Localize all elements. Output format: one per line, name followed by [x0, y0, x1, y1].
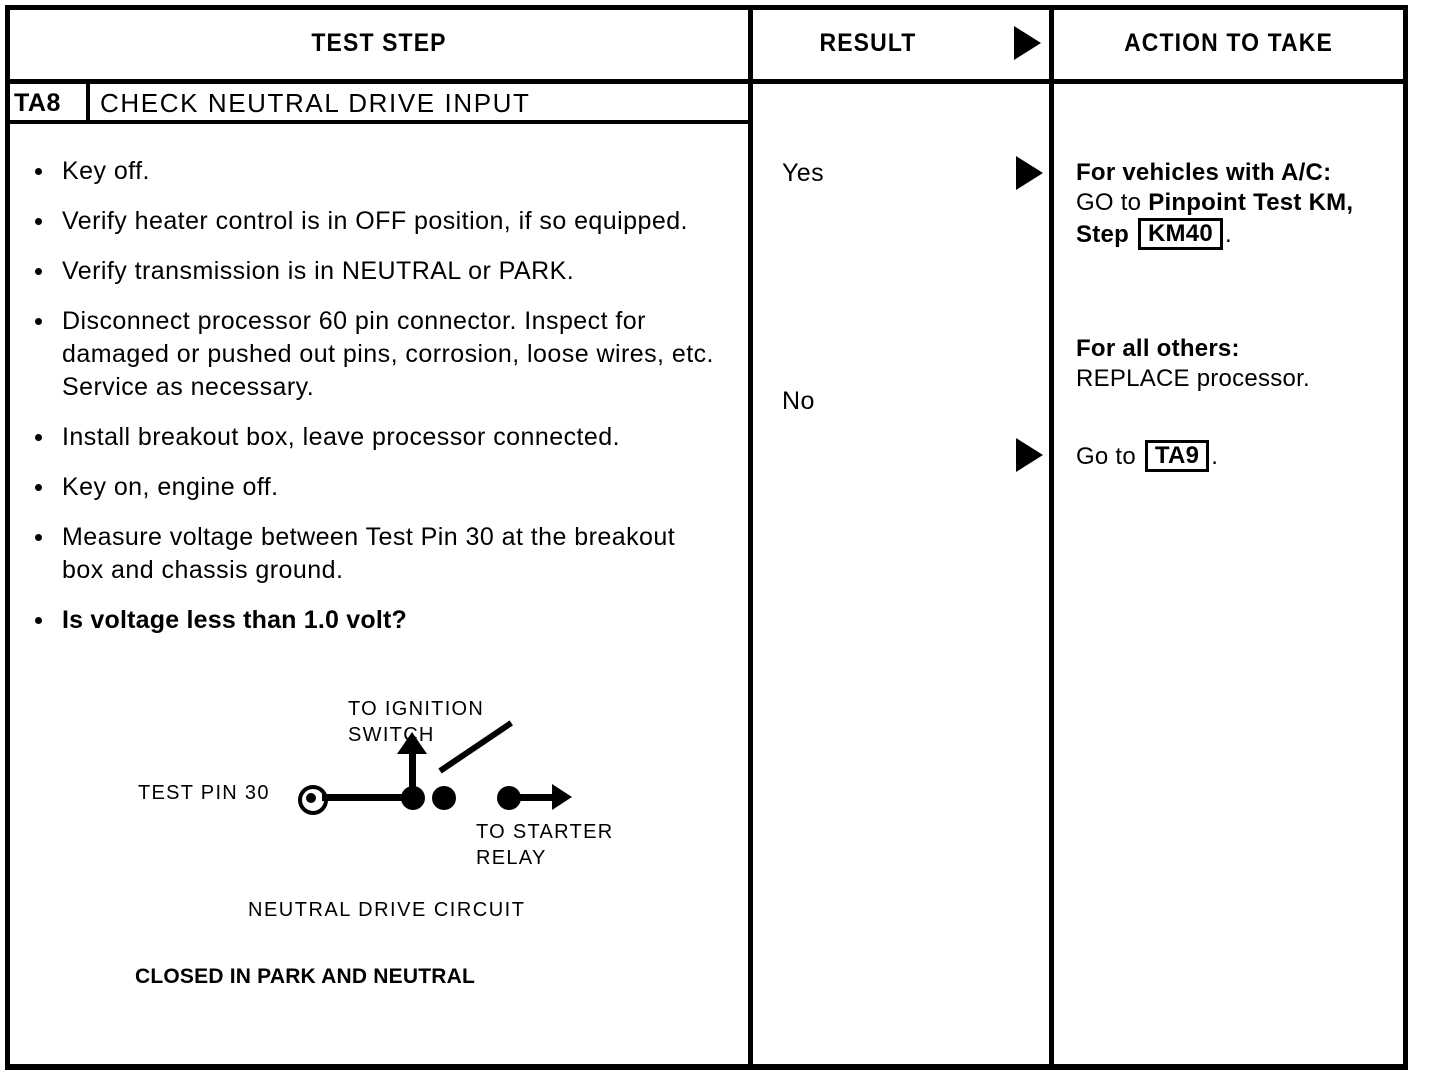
list-item-question: Is voltage less than 1.0 volt?	[30, 604, 720, 637]
list-item: Disconnect processor 60 pin connector. I…	[30, 305, 720, 404]
header-divider	[5, 79, 1408, 84]
step-reference-km40[interactable]: KM40	[1137, 218, 1223, 250]
header-result: RESULT	[819, 29, 917, 57]
action-period: .	[1211, 443, 1219, 470]
list-item-text: Is voltage less than 1.0 volt?	[62, 606, 408, 634]
bullet-icon	[35, 318, 42, 325]
action-for-vehicles-with-ac: For vehicles with A/C: GO to Pinpoint Te…	[1076, 158, 1394, 250]
wire-main	[322, 794, 418, 801]
table-border-bottom	[5, 1064, 1408, 1070]
action-for-all-others: For all others: REPLACE processor.	[1076, 334, 1394, 394]
bullet-icon	[35, 617, 42, 624]
list-item-text: Install breakout box, leave processor co…	[62, 423, 621, 451]
list-item-text: Measure voltage between Test Pin 30 at t…	[62, 523, 676, 584]
table-border-left	[5, 5, 10, 1070]
action-pinpoint-test: Pinpoint Test KM, Step	[1076, 189, 1354, 248]
action-heading: For vehicles with A/C:	[1076, 159, 1332, 186]
table-border-right	[1403, 5, 1408, 1070]
header-arrow-icon	[1014, 26, 1041, 60]
circuit-node-b	[432, 786, 456, 810]
list-item: Verify transmission is in NEUTRAL or PAR…	[30, 255, 720, 288]
diagram-caption: NEUTRAL DRIVE CIRCUIT	[248, 899, 526, 921]
header-test-step: TEST STEP	[311, 29, 447, 57]
step-reference-ta9[interactable]: TA9	[1144, 440, 1210, 472]
action-period: .	[1224, 221, 1232, 248]
result-yes: Yes	[782, 159, 824, 187]
list-item-text: Key on, engine off.	[62, 473, 279, 501]
header-action-to-take: ACTION TO TAKE	[1124, 29, 1333, 57]
bullet-icon	[35, 484, 42, 491]
connector-center-dot-icon	[306, 793, 316, 803]
result-no: No	[782, 387, 815, 415]
starter-arrow-stem	[515, 794, 561, 801]
result-yes-arrow-icon	[1016, 156, 1043, 190]
diagram-label-test-pin: TEST PIN 30	[138, 782, 270, 804]
bullet-icon	[35, 534, 42, 541]
list-item: Measure voltage between Test Pin 30 at t…	[30, 521, 720, 587]
list-item: Key on, engine off.	[30, 471, 720, 504]
list-item-text: Key off.	[62, 157, 150, 185]
bullet-icon	[35, 168, 42, 175]
ignition-arrow-head-icon	[397, 732, 427, 754]
list-item: Key off.	[30, 155, 720, 188]
test-step-title-underline	[5, 120, 751, 124]
table-border-top	[5, 5, 1408, 10]
diagram-label-starter-relay: TO STARTER RELAY	[476, 821, 614, 869]
list-item-text: Disconnect processor 60 pin connector. I…	[62, 307, 714, 401]
test-step-id: TA8	[14, 89, 61, 117]
neutral-drive-circuit-diagram: TO IGNITION SWITCH TEST PIN 30 TO STARTE…	[100, 690, 720, 990]
bullet-icon	[35, 218, 42, 225]
test-step-id-divider	[86, 84, 90, 121]
starter-arrow-head-icon	[552, 784, 572, 810]
action-go-to-ta9: Go to TA9.	[1076, 440, 1394, 472]
action-go-prefix: GO to	[1076, 189, 1149, 216]
list-item: Install breakout box, leave processor co…	[30, 421, 720, 454]
column-divider-result-action	[1049, 5, 1054, 1070]
list-item-text: Verify transmission is in NEUTRAL or PAR…	[62, 257, 575, 285]
list-item-text: Verify heater control is in OFF position…	[62, 207, 688, 235]
test-step-title: CHECK NEUTRAL DRIVE INPUT	[100, 88, 531, 118]
column-divider-test-result	[748, 5, 753, 1070]
action-go-prefix: Go to	[1076, 443, 1143, 470]
action-body: REPLACE processor.	[1076, 365, 1310, 392]
diagram-note: CLOSED IN PARK AND NEUTRAL	[135, 965, 476, 988]
list-item: Verify heater control is in OFF position…	[30, 205, 720, 238]
ignition-arrow-stem	[409, 740, 416, 792]
result-no-arrow-icon	[1016, 438, 1043, 472]
action-heading: For all others:	[1076, 335, 1240, 362]
test-step-list: Key off. Verify heater control is in OFF…	[30, 155, 720, 654]
bullet-icon	[35, 434, 42, 441]
bullet-icon	[35, 268, 42, 275]
